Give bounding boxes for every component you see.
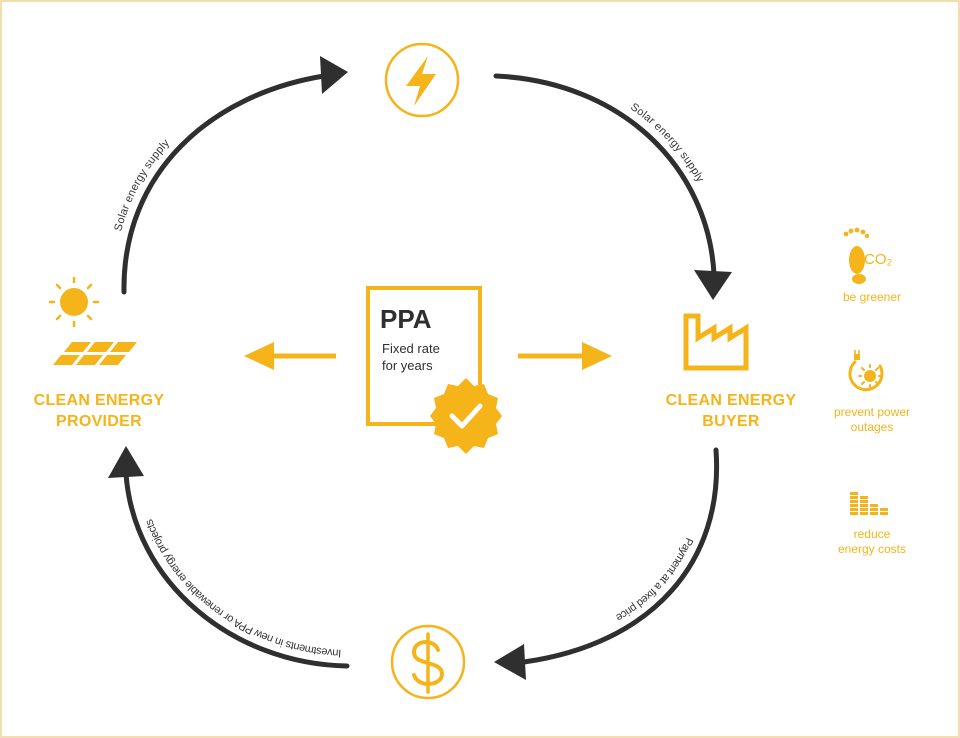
arrowhead-bottom-right — [494, 644, 526, 680]
provider-label: CLEAN ENERGY PROVIDER — [33, 392, 165, 430]
factory-icon — [683, 313, 749, 371]
flow-label-top-right: Solar energy supply — [628, 101, 706, 185]
dollar-icon — [390, 624, 466, 700]
power-plug-sun-icon — [848, 350, 884, 392]
buyer-label: CLEAN ENERGY BUYER — [665, 392, 797, 430]
ppa-title: PPA — [380, 304, 432, 334]
flow-label-top-right-text: Solar energy supply — [628, 101, 706, 185]
flow-arc-bottom-left — [108, 446, 347, 666]
flow-label-top-left-text: Solar energy supply — [112, 137, 172, 233]
footprint-co2-icon: CO₂ — [843, 227, 893, 284]
benefit-reduce-costs: reduce energy costs — [837, 527, 907, 556]
arrow-to-provider — [244, 342, 336, 370]
lightning-bolt-icon — [384, 42, 460, 118]
arrowhead-top-left — [320, 56, 348, 94]
coin-stacks-icon — [850, 492, 888, 515]
flow-label-top-left: Solar energy supply — [112, 137, 172, 233]
arrowhead-top-right — [694, 270, 732, 300]
arrowhead-bottom-left — [108, 446, 144, 478]
check-badge-icon — [430, 378, 502, 454]
arrow-to-buyer — [518, 342, 612, 370]
benefit-be-greener: be greener — [842, 290, 902, 304]
flow-arc-top-right — [496, 76, 732, 300]
co2-text: CO₂ — [864, 251, 893, 268]
solar-panel-sun-icon — [48, 276, 137, 365]
flow-arc-top-left — [124, 56, 348, 292]
flow-arc-bottom-right — [494, 450, 717, 680]
benefit-prevent-outages: prevent power outages — [833, 405, 911, 434]
ppa-subtitle: Fixed rate for years — [382, 341, 440, 373]
